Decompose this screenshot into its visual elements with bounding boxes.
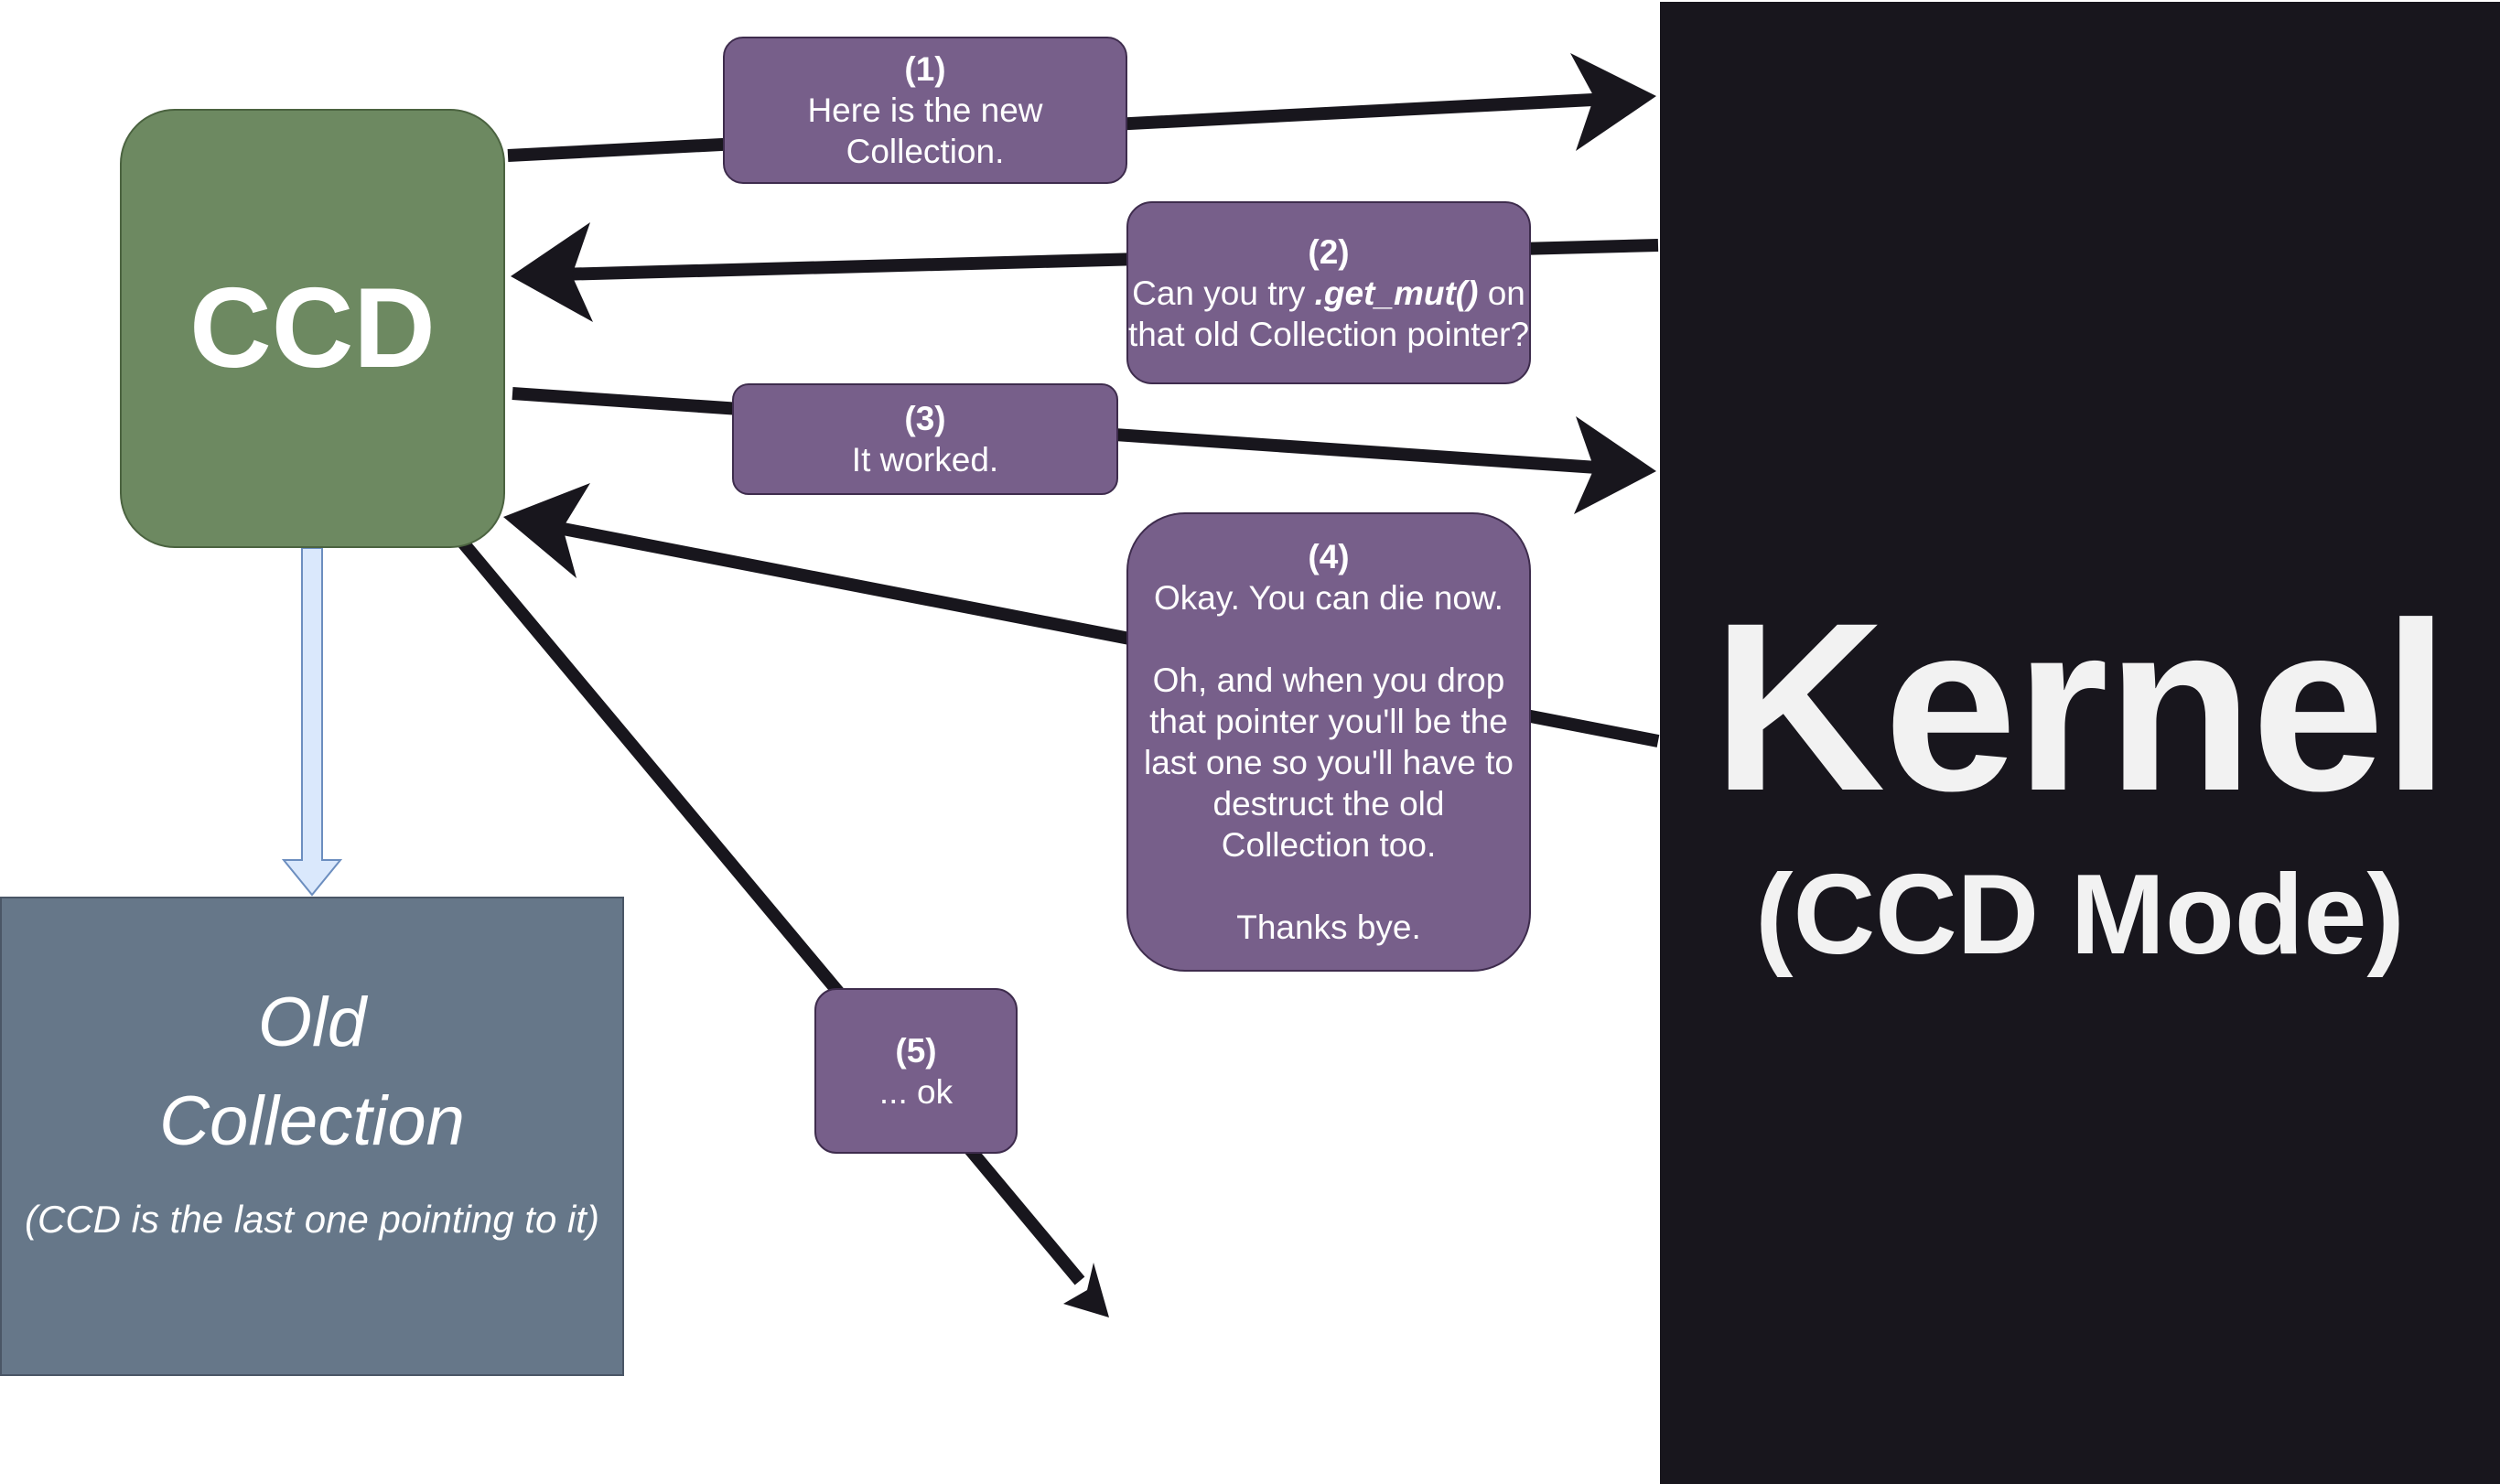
message-3: (3) It worked. [732,383,1118,495]
message-5-line-1: ... ok [878,1072,954,1111]
message-2-code: .get_mut() [1314,274,1479,312]
kernel-node: Kernel (CCD Mode) [1660,2,2500,1484]
ccd-node: CCD [120,109,505,548]
arrow-5-head [1063,1263,1109,1317]
message-1-line-1: Here is the new [807,91,1043,129]
old-collection-note: (CCD is the last one pointing to it) [25,1198,599,1241]
message-2-text-after: on [1478,274,1525,312]
old-collection-node: Old Collection (CCD is the last one poin… [0,897,624,1376]
message-1: (1) Here is the new Collection. [723,37,1127,184]
message-4-line-5: last one so you'll have to [1143,744,1514,781]
old-collection-title-line-1: Old [257,984,367,1061]
message-1-number: (1) [904,50,946,88]
kernel-title: Kernel [1712,573,2449,841]
message-4-line-9: Thanks bye. [1236,909,1421,946]
message-5: (5) ... ok [814,988,1018,1154]
message-5-number: (5) [895,1031,937,1070]
message-3-line-1: It worked. [851,441,999,479]
arrow-1-head [1570,53,1656,151]
message-2-text-before: Can you try [1132,274,1315,312]
arrow-3-head [1574,416,1656,514]
kernel-subtitle: (CCD Mode) [1755,852,2405,978]
pointer-arrow [281,547,343,897]
arrow-4-head [503,483,590,578]
message-2-line-1: Can you try .get_mut() on [1132,273,1525,314]
arrow-5-line [457,537,1085,1285]
ccd-title: CCD [189,265,436,392]
message-2-number: (2) [1308,232,1350,271]
message-2: (2) Can you try .get_mut() on that old C… [1126,201,1531,384]
message-2-line-2: that old Collection pointer? [1127,315,1530,353]
old-collection-title: Old Collection [159,973,465,1171]
arrow-2-head [511,222,593,322]
message-4: (4) Okay. You can die now. Oh, and when … [1126,512,1531,972]
message-3-number: (3) [904,400,946,437]
message-4-number: (4) [1308,538,1350,575]
message-4-line-3: Oh, and when you drop [1152,661,1505,699]
message-4-line-7: Collection too. [1221,826,1437,864]
old-collection-title-line-2: Collection [159,1082,465,1160]
message-4-line-1: Okay. You can die now. [1154,579,1503,617]
message-4-line-6: destruct the old [1212,785,1445,823]
message-4-line-4: that pointer you'll be the [1149,703,1508,740]
message-1-line-2: Collection. [846,133,1005,170]
